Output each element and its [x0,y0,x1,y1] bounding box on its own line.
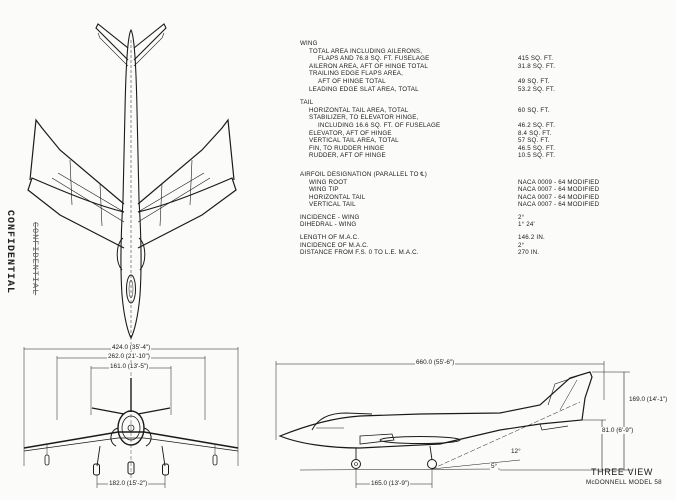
spec-label: TOTAL AREA INCLUDING AILERONS, [309,47,423,55]
spec-value: 146.2 IN. [518,234,545,242]
wing-rows: TOTAL AREA INCLUDING AILERONS,FLAPS AND … [300,48,600,94]
spec-row: WING TIP NACA 0007 - 64 MODIFIED [300,186,600,194]
spec-value: 1° 24' [518,221,535,229]
flap-span-dimension: 262.0 (21'-10") [107,353,151,360]
spec-row: INCLUDING 16.6 SQ. FT. OF FUSELAGE 46.2 S… [300,122,600,130]
span-dimension: 424.0 (35'-4") [111,344,152,351]
spec-label: INCIDENCE OF M.A.C. [300,241,369,249]
spec-row: HORIZONTAL TAIL AREA, TOTAL 60 SQ. FT. [300,107,600,115]
spec-label: INCLUDING 16.6 SQ. FT. OF FUSELAGE [318,121,441,129]
spec-row: DIHEDRAL - WING 1° 24' [300,221,600,229]
wing-header: WING [300,40,318,47]
spec-label: WING ROOT [309,178,348,186]
spec-row: LEADING EDGE SLAT AREA, TOTAL 53.2 SQ. FT… [300,86,600,94]
confidential-overprint: CONFIDENTIAL [30,222,40,296]
spec-label: VERTICAL TAIL [309,201,356,209]
spec-value: NACA 0007 - 64 MODIFIED [518,193,600,201]
spec-row: INCIDENCE OF M.A.C. 2° [300,242,600,250]
spec-label: WING TIP [309,186,339,194]
spec-label: FLAPS AND 76.8 SQ. FT. FUSELAGE [318,55,430,63]
spec-row: HORIZONTAL TAIL NACA 0007 - 64 MODIFIED [300,194,600,202]
spec-value: 270 IN. [518,249,540,257]
spec-row: VERTICAL TAIL AREA, TOTAL 57 SQ. FT. [300,137,600,145]
spec-value [518,70,600,78]
track-dimension: 182.0 (15'-2") [108,480,149,487]
ground-height-dimension: 81.0 (6'-9") [601,427,635,434]
spec-label: LEADING EDGE SLAT AREA, TOTAL [309,85,419,93]
rotation-angle-label: 12° [510,448,522,455]
spec-row: AFT OF HINGE TOTAL 49 SQ. FT. [300,78,600,86]
spec-label: ELEVATOR, AFT OF HINGE [309,129,392,137]
wheelbase-dimension: 165.0 (13'-9") [370,480,411,487]
spec-table: WING TOTAL AREA INCLUDING AILERONS,FLAPS… [300,40,600,257]
top-view [27,23,237,340]
spec-value: 8.4 SQ. FT. [518,129,552,137]
spec-label: INCIDENCE - WING [300,213,360,221]
spec-label: VERTICAL TAIL AREA, TOTAL [309,137,399,145]
spec-value: NACA 0009 - 64 MODIFIED [518,178,600,186]
spec-value [518,48,600,56]
spec-row: WING ROOT NACA 0009 - 64 MODIFIED [300,179,600,187]
spec-value: 46.2 SQ. FT. [518,121,556,129]
mac-rows: LENGTH OF M.A.C.146.2 IN.INCIDENCE OF M.… [300,234,600,257]
spec-row: RUDDER, AFT OF HINGE 10.5 SQ. FT. [300,152,600,160]
spec-value: 60 SQ. FT. [518,106,550,114]
tail-span-dimension: 161.0 (13'-5") [109,363,150,370]
spec-row: ELEVATOR, AFT OF HINGE 8.4 SQ. FT. [300,130,600,138]
spec-label: AILERON AREA, AFT OF HINGE TOTAL [309,62,429,70]
spec-row: FIN, TO RUDDER HINGE 46.5 SQ. FT. [300,145,600,153]
spec-value: 10.5 SQ. FT. [518,152,556,160]
spec-value: 57 SQ. FT. [518,137,550,145]
spec-row: FLAPS AND 76.8 SQ. FT. FUSELAGE 415 SQ. F… [300,55,600,63]
height-dimension: 169.0 (14'-1") [628,396,669,403]
spec-label: FIN, TO RUDDER HINGE [309,144,385,152]
drawing-subtitle: McDONNELL MODEL 58 [586,479,662,486]
spec-label: DIHEDRAL - WING [300,221,357,229]
tail-header: TAIL [300,99,314,107]
spec-label: AFT OF HINGE TOTAL [318,77,386,85]
spec-row: TOTAL AREA INCLUDING AILERONS, [300,48,600,56]
confidential-stamp: CONFIDENTIAL [4,210,15,295]
spec-value: 46.5 SQ. FT. [518,144,556,152]
spec-label: HORIZONTAL TAIL [309,193,366,201]
spec-value: NACA 0007 - 64 MODIFIED [518,186,600,194]
spec-row: DISTANCE FROM F.S. 0 TO L.E. M.A.C. 270 I… [300,249,600,257]
misc-rows: INCIDENCE - WING 2° DIHEDRAL - WING 1° 24' [300,214,600,229]
airfoil-header: AIRFOIL DESIGNATION (PARALLEL TO ℄) [300,170,427,178]
spec-value: 2° [518,213,525,221]
spec-value [518,114,600,122]
side-view [275,361,632,488]
spec-value: 31.8 SQ. FT. [518,62,556,70]
spec-row: INCIDENCE - WING 2° [300,214,600,222]
drawing-title: THREE VIEW [591,467,654,477]
spec-label: HORIZONTAL TAIL AREA, TOTAL [309,106,409,114]
spec-row: TRAILING EDGE FLAPS AREA, [300,70,600,78]
length-dimension: 660.0 (55'-6") [415,359,456,366]
spec-value: 49 SQ. FT. [518,77,550,85]
spec-value: NACA 0007 - 64 MODIFIED [518,201,600,209]
spec-label: RUDDER, AFT OF HINGE [309,152,386,160]
spec-label: LENGTH OF M.A.C. [300,234,360,242]
spec-value: 53.2 SQ. FT. [518,85,556,93]
spec-value: 2° [518,241,525,249]
spec-label: DISTANCE FROM F.S. 0 TO L.E. M.A.C. [300,249,419,257]
spec-value: 415 SQ. FT. [518,55,554,63]
spec-label: TRAILING EDGE FLAPS AREA, [309,70,404,78]
ground-angle-label: 5° [490,463,499,470]
tail-rows: HORIZONTAL TAIL AREA, TOTAL 60 SQ. FT. STA… [300,107,600,160]
spec-row: STABILIZER, TO ELEVATOR HINGE, [300,114,600,122]
spec-row: LENGTH OF M.A.C. 146.2 IN. [300,234,600,242]
front-view [23,336,239,488]
spec-row: VERTICAL TAIL NACA 0007 - 64 MODIFIED [300,201,600,209]
spec-row: AILERON AREA, AFT OF HINGE TOTAL 31.8 SQ.… [300,63,600,71]
spec-label: STABILIZER, TO ELEVATOR HINGE, [309,114,419,122]
